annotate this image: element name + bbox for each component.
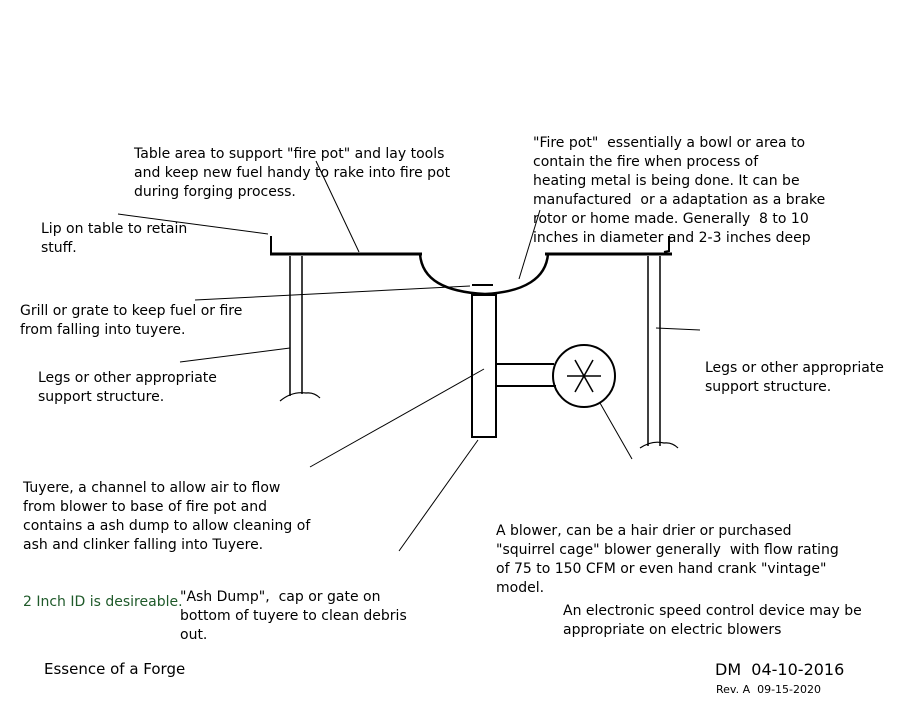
leader-grill — [194, 285, 471, 301]
leader-legs-right — [655, 327, 701, 331]
label-speed-control: An electronic speed control device may b… — [563, 603, 862, 638]
leader-lip — [117, 213, 269, 235]
leader-legs-left — [179, 347, 291, 363]
label-blower: A blower, can be a hair drier or purchas… — [496, 523, 839, 596]
leader-ash-dump — [398, 439, 479, 552]
leg-left-foot — [279, 392, 321, 402]
blower-housing — [552, 344, 616, 408]
label-table-area: Table area to support "fire pot" and lay… — [134, 146, 451, 200]
tuyere-pipe — [471, 294, 497, 438]
revision-date: Rev. A 09-15-2020 — [716, 683, 822, 696]
leader-fire-pot — [518, 209, 541, 280]
lip-right — [663, 236, 670, 253]
leader-tuyere — [309, 368, 485, 468]
leader-table-area — [315, 160, 360, 253]
label-fire-pot: "Fire pot" essentially a bowl or area to… — [533, 135, 826, 246]
author-date: DM 04-10-2016 — [715, 660, 845, 679]
tuyere-note: 2 Inch ID is desireable. — [23, 594, 183, 610]
leader-blower — [599, 402, 633, 460]
leg-right-foot — [639, 441, 679, 449]
diagram-title: Essence of a Forge — [44, 660, 186, 678]
